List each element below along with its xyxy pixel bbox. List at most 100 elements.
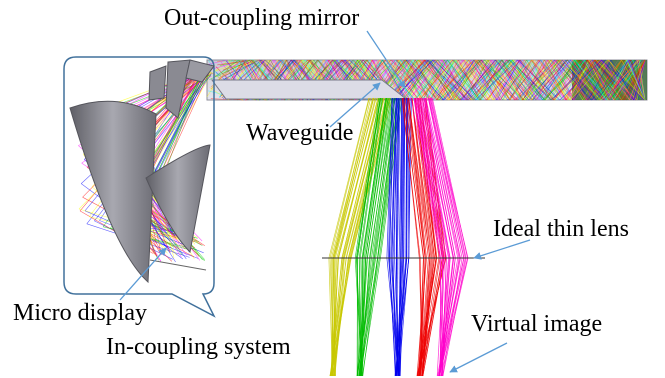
waveguide-ray xyxy=(479,59,510,101)
waveguide-ray xyxy=(600,59,635,101)
waveguide-ray xyxy=(478,59,503,101)
output-ray xyxy=(413,97,442,259)
waveguide-ray xyxy=(531,59,571,101)
waveguide-ray xyxy=(427,59,453,101)
waveguide-ray xyxy=(479,59,513,101)
waveguide-ray xyxy=(633,59,646,101)
output-ray xyxy=(388,97,393,259)
waveguide-ray xyxy=(505,59,535,101)
ideal-thin-lens-label: Ideal thin lens xyxy=(493,216,629,242)
output-ray xyxy=(396,257,410,377)
waveguide-ray xyxy=(452,59,482,101)
waveguide-ray xyxy=(601,59,645,101)
output-ray xyxy=(438,257,446,377)
waveguide-ray xyxy=(382,59,408,101)
waveguide-ray xyxy=(599,59,630,101)
output-ray xyxy=(338,97,380,259)
output-ray xyxy=(422,97,454,259)
waveguide-ray xyxy=(480,59,518,101)
waveguide-ray xyxy=(554,59,592,101)
waveguide-ray xyxy=(219,59,253,66)
waveguide-ray xyxy=(509,59,532,101)
waveguide-ray xyxy=(382,59,406,101)
output-ray xyxy=(397,97,401,259)
output-ray xyxy=(389,97,394,259)
output-ray xyxy=(416,97,449,259)
output-ray xyxy=(390,97,397,259)
waveguide-ray xyxy=(517,59,560,101)
output-ray xyxy=(333,97,374,259)
output-ray xyxy=(417,257,438,377)
waveguide-ray xyxy=(454,59,480,101)
output-ray xyxy=(361,97,387,259)
waveguide xyxy=(206,59,648,101)
in-coupling-ray xyxy=(146,71,206,188)
waveguide-ray xyxy=(417,59,456,101)
output-ray xyxy=(423,97,456,259)
waveguide-ray xyxy=(405,59,438,101)
waveguide-ray xyxy=(474,59,499,101)
waveguide-ray xyxy=(630,59,646,101)
output-ray xyxy=(437,257,465,377)
output-ray xyxy=(402,97,425,259)
output-ray xyxy=(358,257,363,377)
waveguide-ray xyxy=(445,59,465,101)
waveguide-ray xyxy=(451,59,475,101)
waveguide-ray xyxy=(528,59,563,101)
micro-display-plane xyxy=(149,259,207,271)
waveguide-ray xyxy=(626,59,646,101)
large-curved-mirror xyxy=(69,100,157,284)
output-ray xyxy=(411,97,431,259)
waveguide-ray xyxy=(588,59,612,101)
output-ray xyxy=(354,97,380,259)
waveguide-ray xyxy=(596,59,622,101)
output-ray xyxy=(415,97,447,259)
output-ray xyxy=(330,257,352,377)
output-ray xyxy=(365,97,389,259)
out-coupling-mirror-surface xyxy=(211,79,408,100)
waveguide-ray xyxy=(536,59,556,101)
waveguide-ray xyxy=(615,59,646,101)
waveguide-ray xyxy=(607,59,646,101)
waveguide-ray xyxy=(455,59,476,101)
small-lens-element-2 xyxy=(165,59,191,119)
output-ray xyxy=(438,257,461,377)
micro-display-arrow xyxy=(119,247,167,301)
waveguide-ray xyxy=(447,59,481,101)
waveguide-ray xyxy=(574,59,599,101)
waveguide-ray xyxy=(628,59,646,101)
output-ray xyxy=(363,97,388,259)
lower-freeform-prism xyxy=(145,144,211,254)
waveguide-ray xyxy=(436,59,459,101)
output-ray xyxy=(411,97,433,259)
waveguide-ray xyxy=(574,59,603,101)
output-ray xyxy=(402,97,405,259)
output-ray xyxy=(367,97,391,259)
waveguide-ray xyxy=(476,59,499,101)
waveguide-ray xyxy=(544,59,567,101)
output-ray xyxy=(334,97,376,259)
output-ray xyxy=(414,97,444,259)
waveguide-ray xyxy=(417,59,438,101)
waveguide-ray xyxy=(500,59,520,101)
waveguide-ray xyxy=(433,59,476,101)
output-ray xyxy=(359,257,380,377)
waveguide-ray xyxy=(609,59,629,101)
output-ray xyxy=(427,97,461,259)
waveguide-ray xyxy=(522,59,549,101)
waveguide-ray xyxy=(475,59,518,101)
waveguide-ray xyxy=(502,59,527,101)
output-ray xyxy=(329,97,370,259)
output-ray xyxy=(416,257,427,377)
waveguide-ray xyxy=(390,59,433,101)
output-ray xyxy=(330,257,339,377)
output-ray xyxy=(358,97,383,259)
waveguide-ray xyxy=(412,59,435,101)
waveguide-ray xyxy=(448,59,470,101)
output-ray xyxy=(359,97,384,259)
coupling-prism xyxy=(185,59,215,83)
output-ray xyxy=(395,97,398,259)
output-ray xyxy=(400,97,404,259)
waveguide-ray xyxy=(432,59,475,101)
waveguide-ray xyxy=(587,59,610,101)
